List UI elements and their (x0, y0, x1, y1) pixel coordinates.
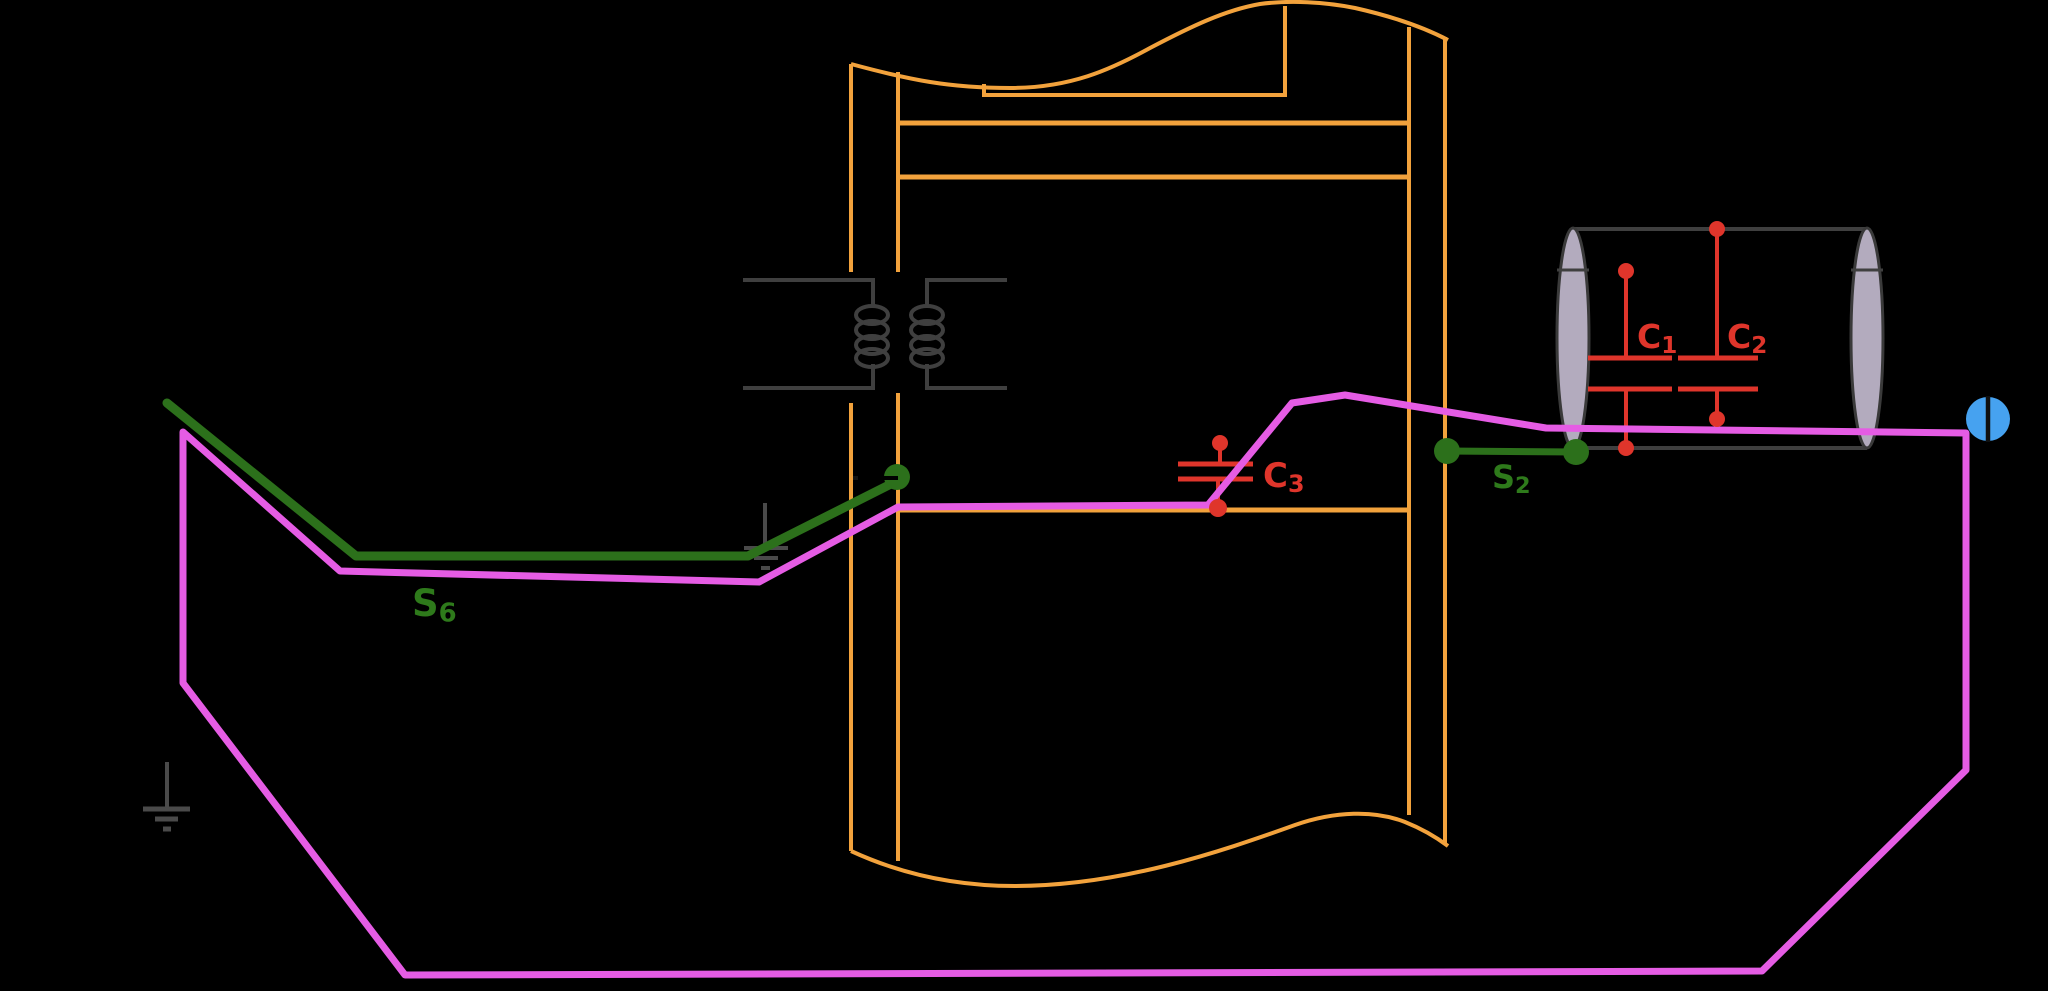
tank-top-wave (850, 0, 1449, 91)
label-c2: C2 (1727, 317, 1768, 360)
capacitor-c1 (1588, 271, 1672, 448)
c3-bottom-dot (1209, 499, 1227, 517)
s2-contact-left (1434, 438, 1460, 464)
label-c1: C1 (1637, 317, 1678, 360)
ct-left-coil (854, 304, 890, 369)
c1-bottom-dot (1618, 440, 1634, 456)
s2-bar (1446, 447, 1577, 456)
bushing-end-left (1555, 226, 1591, 450)
c1-top-dot (1618, 263, 1634, 279)
bushing-cylinder (1555, 226, 1885, 450)
label-s6: S6 (412, 582, 457, 629)
tank-top-notch (982, 6, 1287, 97)
hv-conductor-loop (179, 391, 1970, 979)
transformer-tank-wall (849, 0, 1450, 889)
c3-top-dot (1212, 435, 1228, 451)
label-c3: C3 (1263, 456, 1305, 499)
ct-right-coil (909, 304, 945, 369)
ct-left-lead (743, 278, 875, 390)
ct-right-lead (925, 278, 1007, 390)
label-s2: S2 (1492, 458, 1531, 499)
bushing-end-right (1849, 226, 1885, 450)
c2-bottom-dot (1709, 411, 1725, 427)
s2-contact-right (1563, 439, 1589, 465)
disconnector-s6 (162, 398, 910, 561)
s6-blade-path (162, 398, 896, 561)
current-transformer (743, 278, 1007, 390)
line-terminal-node (1966, 396, 2010, 442)
c2-top-dot (1709, 221, 1725, 237)
ground-symbol-outer (143, 762, 190, 832)
capacitor-junction-dots (1209, 221, 1725, 517)
switch-s2 (1434, 438, 1589, 465)
tank-bottom-wave (850, 811, 1450, 889)
